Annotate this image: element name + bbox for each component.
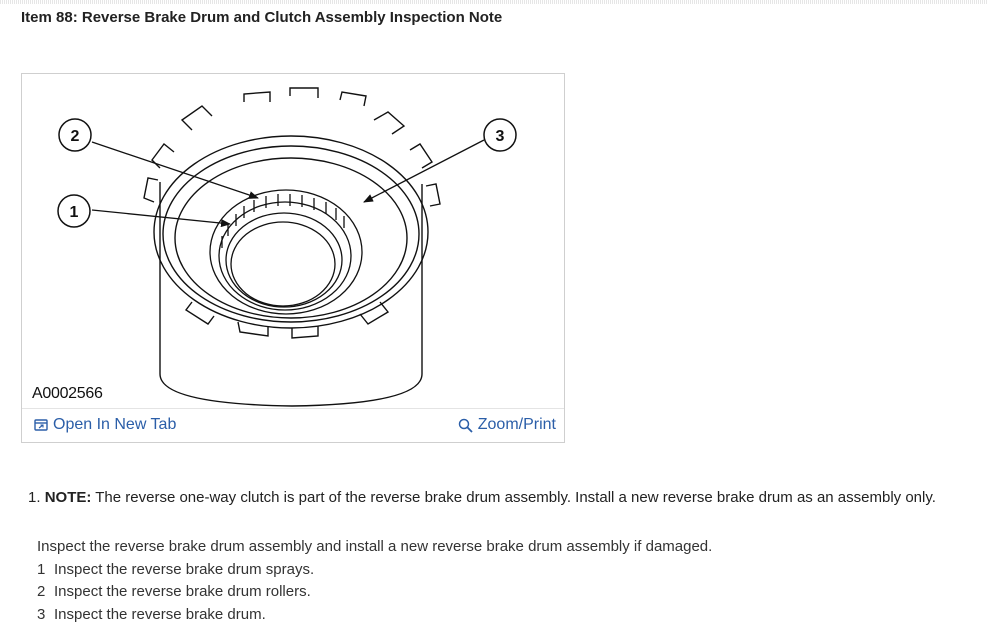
page-title: Item 88: Reverse Brake Drum and Clutch A…	[21, 9, 503, 26]
figure-panel: 2 1 3 A0002566 Open In New Tab	[21, 73, 565, 443]
callout-1: 1	[57, 194, 91, 228]
step-number: 1.	[28, 489, 41, 506]
list-item: 1 Inspect the reverse brake drum sprays.	[37, 559, 712, 582]
clutch-ring	[209, 189, 363, 315]
open-new-tab-icon	[34, 419, 48, 431]
list-item: 2 Inspect the reverse brake drum rollers.	[37, 581, 712, 604]
inspection-intro: Inspect the reverse brake drum assembly …	[37, 538, 713, 555]
zoom-print-label: Zoom/Print	[477, 416, 556, 433]
magnifier-icon	[458, 418, 473, 433]
inspection-instructions: Inspect the reverse brake drum assembly …	[37, 536, 712, 626]
svg-text:2: 2	[71, 128, 80, 145]
callout-3: 3	[483, 118, 517, 152]
open-in-new-tab-link[interactable]: Open In New Tab	[34, 416, 176, 434]
figure-code: A0002566	[32, 385, 103, 402]
list-item-number: 3	[37, 605, 46, 623]
drum-outer-shell	[143, 87, 441, 407]
zoom-print-link[interactable]: Zoom/Print	[458, 416, 556, 434]
callout-2: 2	[58, 118, 92, 152]
list-item-text: Inspect the reverse brake drum.	[54, 605, 266, 623]
list-item: 3 Inspect the reverse brake drum.	[37, 604, 712, 627]
note-label: NOTE:	[44, 489, 92, 506]
open-in-new-tab-label: Open In New Tab	[53, 416, 177, 433]
list-item-text: Inspect the reverse brake drum sprays.	[54, 560, 315, 578]
list-item-number: 2	[37, 583, 46, 600]
list-item-number: 1	[37, 560, 46, 578]
svg-text:1: 1	[70, 204, 79, 221]
figure-action-bar: Open In New Tab Zoom/Print	[22, 408, 564, 442]
step-1: 1. NOTE: The reverse one-way clutch is p…	[28, 489, 936, 506]
svg-text:3: 3	[496, 128, 505, 145]
callout-leaders	[91, 139, 485, 228]
brake-drum-illustration: 2 1 3	[57, 87, 517, 407]
note-text: The reverse one-way clutch is part of th…	[91, 489, 936, 506]
top-divider-strip	[0, 0, 988, 4]
list-item-text: Inspect the reverse brake drum rollers.	[54, 583, 311, 600]
